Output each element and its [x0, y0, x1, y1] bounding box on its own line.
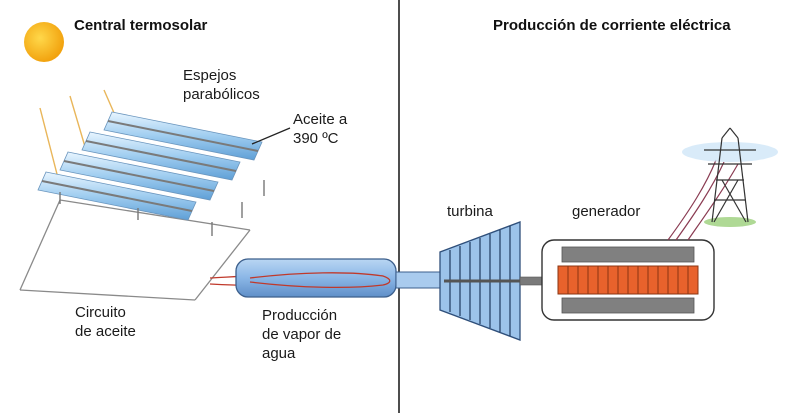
steam-generator-tank [235, 258, 397, 298]
oil-circuit-frame [19, 199, 251, 301]
label-steam-production-line3: agua [262, 345, 296, 362]
label-mirrors: Espejos parabólicos [183, 66, 260, 104]
generator [541, 239, 715, 321]
stator-top [561, 246, 695, 263]
label-steam-production-line1: Producción [262, 307, 338, 324]
label-oil-circuit-line1: Circuito [75, 304, 126, 321]
turbine [439, 221, 521, 341]
mirror-row [37, 171, 197, 221]
mirror-row [59, 151, 219, 201]
parabolic-mirrors [37, 111, 265, 236]
label-steam-production: Producción de vapor de agua [262, 306, 341, 363]
title-electricity-production: Producción de corriente eléctrica [493, 17, 731, 34]
label-mirrors-line1: Espejos [183, 67, 237, 84]
mirror-row [81, 131, 241, 181]
stator-bottom [561, 297, 695, 314]
steam-pipe [395, 271, 442, 289]
label-oil-circuit: Circuito de aceite [75, 303, 136, 341]
sun-icon [24, 22, 64, 62]
label-oil-circuit-line2: de aceite [75, 323, 136, 340]
label-oil-temperature-line2: 390 ºC [293, 130, 339, 147]
label-generator: generador [572, 203, 641, 220]
label-oil-temperature: Aceite a 390 ºC [293, 110, 347, 148]
label-mirrors-line2: parabólicos [183, 86, 260, 103]
power-tower-icon [682, 127, 778, 227]
oil-label-pointer [251, 127, 291, 145]
label-steam-production-line2: de vapor de [262, 326, 342, 343]
label-oil-temperature-line1: Aceite a [293, 111, 348, 128]
title-solar-plant: Central termosolar [74, 17, 208, 34]
label-turbine: turbina [447, 203, 493, 220]
mirror-row [103, 111, 263, 161]
